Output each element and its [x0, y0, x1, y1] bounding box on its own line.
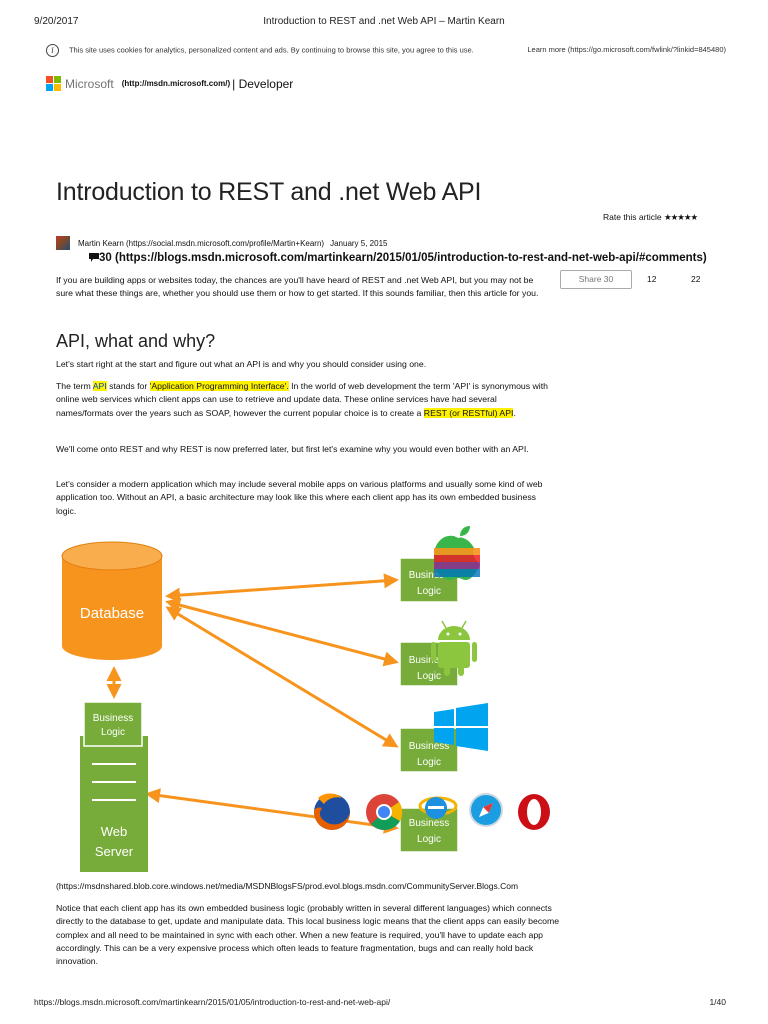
intro-paragraph: If you are building apps or websites tod…	[56, 275, 539, 299]
svg-text:Logic: Logic	[417, 757, 441, 768]
author-link[interactable]: Martin Kearn (https://social.msdn.micros…	[78, 238, 325, 248]
svg-text:Logic: Logic	[417, 586, 441, 597]
cookie-banner: i This site uses cookies for analytics, …	[46, 44, 736, 57]
svg-text:Server: Server	[95, 844, 134, 859]
svg-text:Business: Business	[409, 741, 450, 752]
web-server-icon: Business Logic Business Logic Web Server	[80, 701, 148, 872]
rest-link[interactable]: REST (or RESTful) API	[423, 407, 514, 418]
database-label: Database	[80, 605, 144, 622]
developer-label: | Developer	[232, 76, 294, 91]
rate-label: Rate this article	[603, 212, 662, 222]
api-link[interactable]: API	[92, 381, 107, 391]
svg-text:Logic: Logic	[101, 727, 125, 738]
apple-icon	[434, 526, 480, 580]
paragraph-2: The term API stands for 'Application Pro…	[56, 381, 548, 418]
page-number: 1/40	[709, 997, 726, 1007]
svg-text:Business: Business	[409, 818, 450, 829]
firefox-icon	[314, 793, 350, 830]
share-button[interactable]: Share 30	[560, 270, 632, 289]
paragraph-5: Notice that each client app has its own …	[56, 903, 560, 967]
info-icon: i	[46, 44, 59, 57]
database-icon: Database	[61, 541, 163, 660]
chrome-icon	[366, 794, 403, 830]
paragraph-1: Let's start right at the start and figur…	[56, 359, 427, 369]
comments-link[interactable]: 30 (https://blogs.msdn.microsoft.com/mar…	[89, 252, 707, 264]
avatar	[56, 236, 70, 250]
print-date: 9/20/2017	[34, 16, 79, 27]
svg-text:Logic: Logic	[417, 834, 441, 845]
microsoft-wordmark[interactable]: Microsoft	[65, 76, 114, 91]
paragraph-3: We'll come onto REST and why REST is now…	[56, 444, 529, 454]
ie-icon	[418, 796, 458, 819]
microsoft-header: Microsoft (http://msdn.microsoft.com/) |…	[46, 76, 293, 91]
android-icon	[431, 620, 477, 676]
share-count-a: 12	[647, 274, 657, 284]
author-line: Martin Kearn (https://social.msdn.micros…	[56, 236, 387, 250]
comment-icon	[89, 253, 99, 262]
svg-text:Web: Web	[101, 824, 128, 839]
safari-icon	[469, 793, 503, 827]
svg-text:Business: Business	[93, 713, 134, 724]
footer-url: https://blogs.msdn.microsoft.com/martink…	[34, 997, 391, 1007]
svg-text:Business: Business	[409, 570, 450, 581]
svg-text:Logic: Logic	[417, 671, 441, 682]
opera-icon	[518, 794, 550, 830]
svg-text:Business: Business	[409, 655, 450, 666]
architecture-diagram: Database Business Logic Business Logic W…	[61, 526, 550, 872]
section-heading: API, what and why?	[56, 331, 216, 351]
star-rating-icon[interactable]: ★★★★★	[663, 212, 698, 222]
print-title: Introduction to REST and .net Web API – …	[263, 16, 505, 27]
windows-icon	[434, 703, 488, 751]
microsoft-logo-icon[interactable]	[46, 76, 61, 91]
cookie-text: This site uses cookies for analytics, pe…	[68, 45, 474, 55]
post-date: January 5, 2015	[330, 238, 388, 248]
paragraph-4: Let's consider a modern application whic…	[56, 479, 543, 516]
highlight-quote: 'Application Programming Interface'.	[149, 381, 289, 391]
page-title: Introduction to REST and .net Web API	[56, 178, 482, 206]
rate-article[interactable]: Rate this article ★★★★★	[603, 212, 698, 223]
share-count-b: 22	[691, 274, 701, 284]
image-source-link[interactable]: (https://msdnshared.blob.core.windows.ne…	[56, 881, 519, 891]
learn-more-link[interactable]: Learn more (https://go.microsoft.com/fwl…	[527, 45, 726, 54]
msdn-link[interactable]: (http://msdn.microsoft.com/)	[121, 79, 231, 88]
